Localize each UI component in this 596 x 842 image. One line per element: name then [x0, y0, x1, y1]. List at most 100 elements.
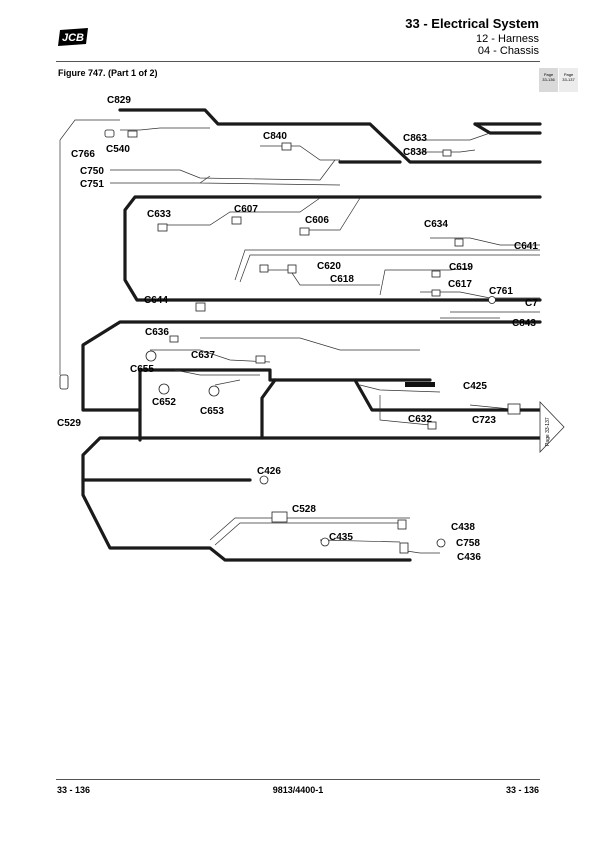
- label-c838: C838: [403, 147, 427, 158]
- connector-symbol-c632: [427, 421, 437, 430]
- branch-c636: [200, 337, 420, 351]
- footer-page-right: 33 - 136: [505, 785, 539, 795]
- connector-symbol-c758: [399, 542, 409, 554]
- section-subtitle-2: 04 - Chassis: [477, 45, 539, 57]
- label-c7: C7: [525, 298, 538, 309]
- connector-symbol-c606: [299, 227, 310, 236]
- label-c435: C435: [329, 532, 353, 543]
- label-c758: C758: [456, 538, 480, 549]
- trunk-lower-branch: [81, 478, 412, 562]
- label-c438: C438: [451, 522, 475, 533]
- footer-doc-number: 9813/4400-1: [272, 785, 324, 795]
- trunk-lower: [81, 436, 542, 482]
- connector-symbol-c636: [169, 335, 179, 343]
- label-c618: C618: [330, 274, 354, 285]
- page-tab-value: 33-136: [542, 77, 555, 82]
- connector-symbol-c840: [281, 142, 292, 151]
- label-c606: C606: [305, 215, 329, 226]
- page-tab-label: Page: [543, 72, 554, 77]
- jcb-logo: JCB: [58, 28, 88, 46]
- trunk-middle-inner: [138, 368, 432, 412]
- branch-c655: [174, 369, 260, 376]
- label-c655: C655: [130, 364, 154, 375]
- branch-c618: [260, 269, 380, 286]
- connector-symbol-c644: [195, 302, 206, 312]
- label-c863: C863: [403, 133, 427, 144]
- label-c829: C829: [107, 95, 131, 106]
- connector-symbol-c529: [59, 374, 69, 390]
- page-tab-next[interactable]: Page 33-137: [558, 68, 578, 92]
- label-c617: C617: [448, 279, 472, 290]
- connector-symbol-c435: [320, 537, 330, 547]
- section-title: 33 - Electrical System: [405, 16, 539, 31]
- connector-symbol-c655: [145, 350, 157, 362]
- next-page-arrow[interactable]: Page 33-137: [539, 401, 565, 453]
- label-c750: C750: [80, 166, 104, 177]
- label-c632: C632: [408, 414, 432, 425]
- connector-symbol-c617: [431, 289, 441, 297]
- label-c636: C636: [145, 327, 169, 338]
- connector-symbol-c426: [259, 475, 269, 485]
- connector-symbol-c620: [259, 264, 269, 273]
- branch-c633-c607: [160, 197, 321, 226]
- branch-c653: [214, 379, 241, 386]
- label-c637: C637: [191, 350, 215, 361]
- label-c644: C644: [144, 295, 168, 306]
- label-c607: C607: [234, 204, 258, 215]
- label-c619: C619: [449, 262, 473, 273]
- label-c620: C620: [317, 261, 341, 272]
- connector-symbol-c425: [405, 382, 435, 387]
- branch-c620: [234, 249, 540, 283]
- branch-c840: [260, 145, 340, 161]
- label-c426: C426: [257, 466, 281, 477]
- connector-symbol-c838: [442, 149, 452, 157]
- footer-divider: [56, 779, 540, 780]
- brand-text: JCB: [62, 32, 84, 44]
- page-tab-label: Page: [563, 72, 574, 77]
- figure-title: Figure 747. (Part 1 of 2): [58, 68, 158, 78]
- branch-c751: [110, 175, 341, 186]
- connector-symbol-c633: [157, 223, 168, 232]
- label-c766: C766: [71, 149, 95, 160]
- page-tab-current[interactable]: Page 33-136: [538, 68, 558, 92]
- connector-symbol-c766: [104, 129, 115, 138]
- label-c652: C652: [152, 397, 176, 408]
- label-c528: C528: [292, 504, 316, 515]
- connector-symbol-c438: [397, 519, 407, 530]
- connector-symbol-c653: [208, 385, 220, 397]
- page-tab-value: 33-137: [562, 77, 575, 82]
- trunk-center-left-drop: [260, 378, 277, 440]
- branch-c425-c632: [359, 384, 441, 426]
- label-c529: C529: [57, 418, 81, 429]
- connector-symbol-c607: [231, 216, 242, 225]
- branch-left-vertical: [59, 119, 120, 375]
- label-c723: C723: [472, 415, 496, 426]
- trunk-middle: [81, 320, 542, 442]
- page-tabs: Page 33-136 Page 33-137: [538, 68, 578, 92]
- connector-symbol-c528: [271, 511, 288, 523]
- label-c653: C653: [200, 406, 224, 417]
- connector-labels: C829 C540 C766 C750 C751 C840 C863 C838 …: [57, 95, 538, 563]
- branch-c634-c641: [430, 237, 540, 246]
- branch-c750: [110, 159, 336, 181]
- header-divider: [56, 61, 540, 62]
- connector-symbol-c634: [454, 238, 464, 247]
- label-c641: C641: [514, 241, 538, 252]
- next-page-ref: Page 33-137: [545, 417, 551, 446]
- trunk-center-drop: [353, 378, 542, 412]
- label-c540: C540: [106, 144, 130, 155]
- label-c436: C436: [457, 552, 481, 563]
- branch-c540: [120, 127, 210, 131]
- label-c751: C751: [80, 179, 104, 190]
- branch-c843: [440, 311, 540, 319]
- connector-symbol-c637: [255, 355, 266, 364]
- section-subtitle-1: 12 - Harness: [476, 33, 539, 45]
- connector-symbol-c758-b: [436, 538, 446, 548]
- connector-symbol-c723: [507, 403, 521, 415]
- connector-symbol-c618: [287, 264, 297, 274]
- connector-symbol-c761: [488, 296, 496, 304]
- label-c843: C843: [512, 318, 536, 329]
- branch-c528-c438: [209, 517, 410, 546]
- harness-main-trunks: [81, 108, 542, 562]
